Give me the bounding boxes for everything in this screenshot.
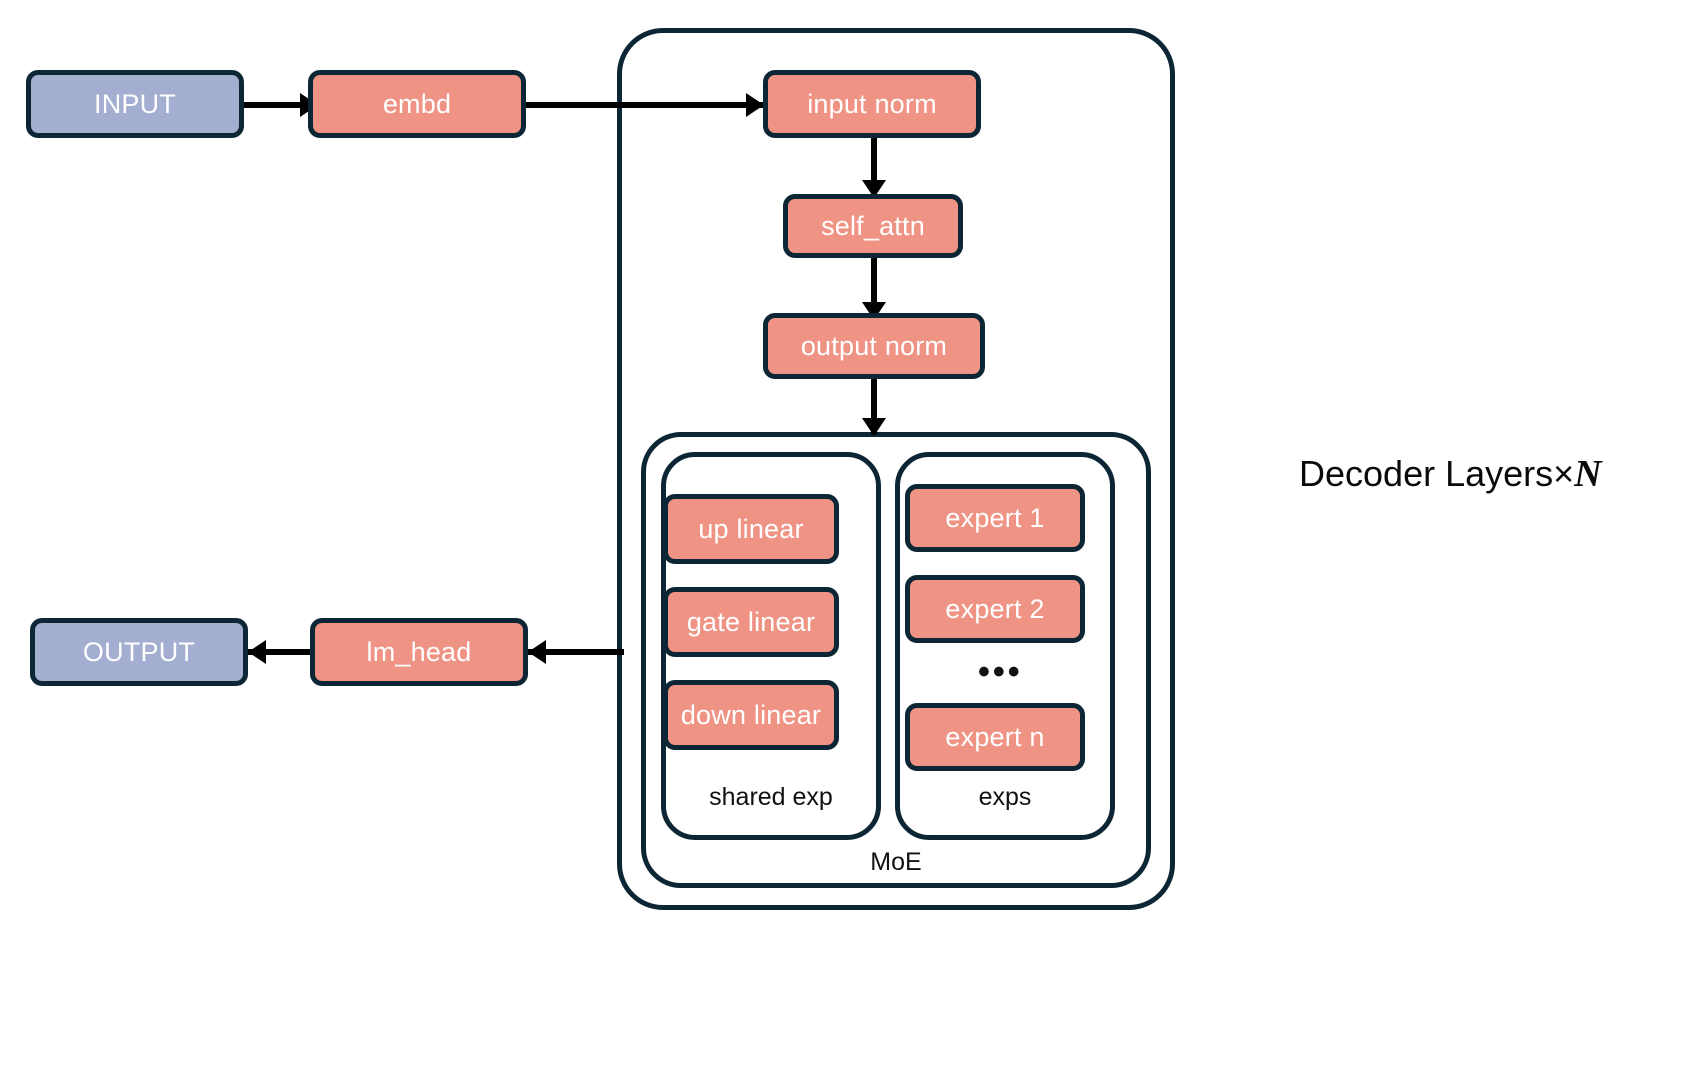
decoder-layers-count: N [1574, 453, 1602, 495]
down-linear-label: down linear [680, 699, 822, 730]
edge-embd-to-input-norm [526, 102, 763, 108]
expert-2-node[interactable]: expert 2 [905, 575, 1085, 643]
edge-output-norm-to-moe [871, 378, 877, 434]
experts-ellipsis: ••• [978, 653, 1023, 691]
arrowhead-decoder-to-lm-head [528, 640, 546, 664]
input-norm-node[interactable]: input norm [763, 70, 981, 138]
up-linear-node[interactable]: up linear [663, 494, 839, 564]
lm-head-label: lm_head [366, 636, 472, 667]
output-node-label: OUTPUT [82, 636, 196, 667]
moe-container [641, 432, 1151, 888]
down-linear-node[interactable]: down linear [663, 680, 839, 750]
arrowhead-output-norm-to-moe [862, 418, 886, 436]
arrowhead-lm-head-to-output [248, 640, 266, 664]
output-norm-node[interactable]: output norm [763, 313, 985, 379]
moe-caption: MoE [870, 848, 922, 876]
decoder-layers-container [617, 28, 1175, 910]
input-node-label: INPUT [94, 88, 176, 119]
arrowhead-input-norm-to-self-attn [862, 180, 886, 198]
gate-linear-label: gate linear [686, 606, 816, 637]
arrowhead-embd-to-input-norm [746, 93, 764, 117]
self-attn-label: self_attn [821, 210, 925, 241]
expert-1-label: expert 1 [945, 502, 1045, 533]
input-norm-label: input norm [807, 88, 937, 119]
edge-input-norm-to-self-attn [871, 136, 877, 194]
lm-head-node[interactable]: lm_head [310, 618, 528, 686]
input-node[interactable]: INPUT [26, 70, 244, 138]
expert-n-label: expert n [945, 721, 1045, 752]
expert-1-node[interactable]: expert 1 [905, 484, 1085, 552]
edge-self-attn-to-output-norm [871, 258, 877, 316]
self-attn-node[interactable]: self_attn [783, 194, 963, 258]
output-norm-label: output norm [800, 330, 948, 361]
up-linear-label: up linear [698, 513, 804, 544]
embd-node[interactable]: embd [308, 70, 526, 138]
output-node[interactable]: OUTPUT [30, 618, 248, 686]
edge-decoder-to-lm-head [528, 649, 624, 655]
embd-node-label: embd [382, 88, 452, 119]
edge-input-to-embd [244, 102, 306, 108]
gate-linear-node[interactable]: gate linear [663, 587, 839, 657]
decoder-layers-label: Decoder Layers×N [1299, 455, 1602, 493]
expert-n-node[interactable]: expert n [905, 703, 1085, 771]
experts-container [895, 452, 1115, 840]
experts-caption: exps [978, 783, 1032, 811]
edge-lm-head-to-output [248, 649, 310, 655]
shared-expert-caption: shared exp [709, 783, 833, 811]
decoder-layers-text: Decoder Layers× [1299, 453, 1575, 494]
expert-2-label: expert 2 [945, 593, 1045, 624]
